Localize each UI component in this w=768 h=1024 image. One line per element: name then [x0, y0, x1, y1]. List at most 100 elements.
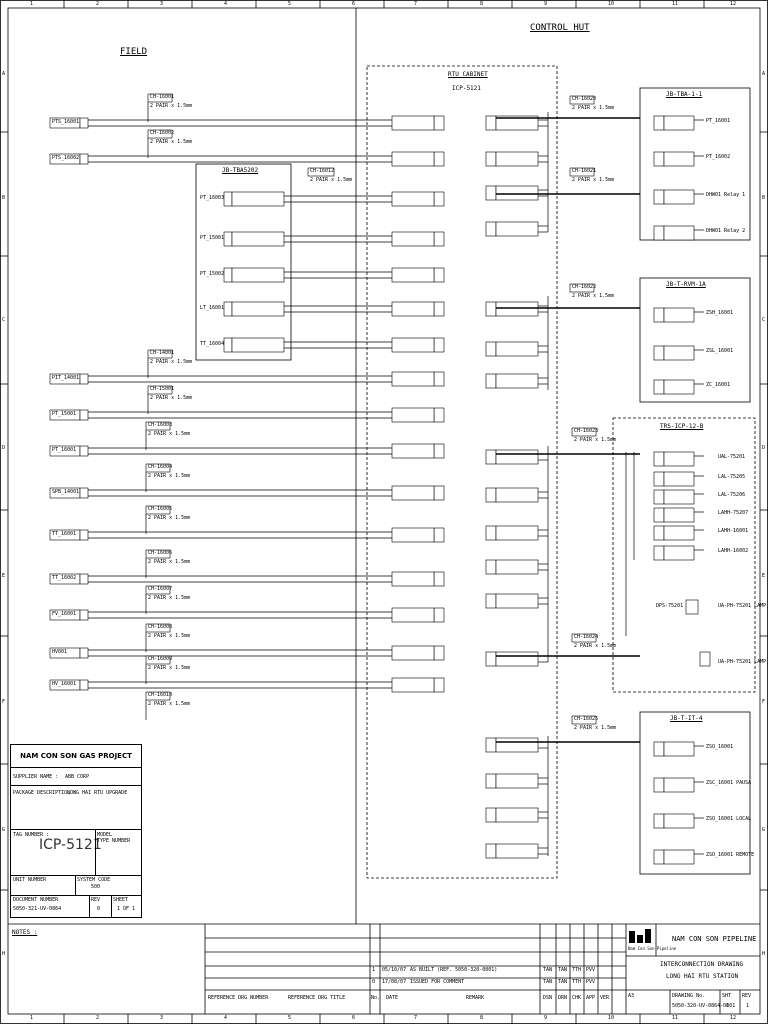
grid-col-top-10: 10	[608, 1, 615, 7]
rev-row-1-date: 17/08/07	[382, 979, 407, 985]
cable-jb: CH-16012	[310, 168, 335, 174]
grid-col-bottom-11: 11	[672, 1015, 679, 1021]
grid-row-left-G: G	[2, 827, 6, 833]
rev-row-1-app: PVV	[586, 979, 596, 985]
cable-9: CH-16008	[148, 624, 173, 630]
cable-7: CH-16006	[148, 550, 173, 556]
cable-spec-3: 2 PAIR x 1.5mm	[150, 395, 193, 401]
date-header: DATE	[386, 995, 399, 1001]
rev-row-1-drn: TAN	[558, 979, 568, 985]
notes-label: NOTES :	[12, 929, 38, 936]
no-header: No.	[371, 995, 381, 1001]
panel-p4-title: JB-T-IT-4	[670, 715, 703, 722]
field-device-5: SPB_14001	[52, 489, 80, 495]
p1-tag-1: PT_16002	[706, 154, 731, 160]
dsn-header: DSN	[543, 995, 553, 1001]
chk-header: CHK	[572, 995, 582, 1001]
grid-col-bottom-2: 2	[96, 1015, 100, 1021]
p3-tag-0: UAL-75201	[718, 454, 746, 460]
rev-row-0-dsn: TAN	[543, 967, 553, 973]
field-device-9: HV001	[52, 649, 68, 655]
rev-row-0-app: PVV	[586, 967, 596, 973]
grid-row-left-A: A	[2, 71, 6, 77]
cable-10: CH-16009	[148, 656, 173, 662]
grid-row-left-B: B	[2, 195, 6, 201]
cable-spec-6: 2 PAIR x 1.5mm	[148, 515, 191, 521]
unit-label: UNIT NUMBER	[13, 877, 47, 883]
cable-spec-9: 2 PAIR x 1.5mm	[148, 633, 191, 639]
rev-row-1-chk: TTH	[572, 979, 582, 985]
grid-col-top-5: 5	[288, 1, 292, 7]
package-value: LONG HAI RTU UPGRADE	[67, 790, 128, 796]
jb-tag-4: TT_16004	[200, 341, 225, 347]
drawing-title-2: LONG HAI RTU STATION	[666, 973, 739, 980]
model-label: MODEL	[97, 832, 113, 838]
grid-row-right-F: F	[762, 699, 766, 705]
cable-0: CH-16001	[150, 94, 175, 100]
trunk-cable-spec-3: 2 PAIR x 1.5mm	[574, 437, 617, 443]
drawing-number-label: DRAWING No.	[672, 993, 706, 999]
field-device-0: PTS_16001	[52, 119, 80, 125]
grid-col-bottom-4: 4	[224, 1015, 228, 1021]
rev-row-1-no: 0	[372, 979, 376, 985]
cable-spec-1: 2 PAIR x 1.5mm	[150, 139, 193, 145]
field-device-7: TT_16002	[52, 575, 77, 581]
grid-row-right-C: C	[762, 317, 766, 323]
field-heading: FIELD	[120, 47, 148, 57]
rev-footer: 1	[746, 1003, 750, 1009]
cable-2: CH-14001	[150, 350, 175, 356]
type-label: TYPE NUMBER	[97, 838, 131, 844]
p2-tag-0: ZSH_16001	[706, 310, 734, 316]
grid-col-top-3: 3	[160, 1, 164, 7]
grid-row-right-H: H	[762, 951, 766, 957]
sheet-footer: 1	[726, 1003, 730, 1009]
p3-tag-3: LAHH-75207	[718, 510, 749, 516]
jb-tag-0: PT_16003	[200, 195, 225, 201]
ref-header: REFERENCE DRG NUMBER	[208, 995, 269, 1001]
package-label: PACKAGE DESCRIPTION :	[13, 790, 77, 796]
grid-col-bottom-3: 3	[160, 1015, 164, 1021]
drawing-title-1: INTERCONNECTION DRAWING	[660, 961, 744, 968]
grid-col-bottom-7: 7	[414, 1015, 418, 1021]
rev-row-0-no: 1	[372, 967, 376, 973]
rtu-cabinet-subtitle: ICP-5121	[452, 85, 481, 92]
rev-label: REV	[91, 897, 101, 903]
grid-col-top-7: 7	[414, 1, 418, 7]
p3-extra-0: DPS-75201	[656, 603, 684, 609]
p3-tag-2: LAL-75206	[718, 492, 746, 498]
p4-tag-1: ZSC_16001 PAUSA	[706, 780, 752, 786]
cable-spec-0: 2 PAIR x 1.5mm	[150, 103, 193, 109]
grid-col-top-11: 11	[672, 1, 679, 7]
rev-row-0-drn: TAN	[558, 967, 568, 973]
ref-title-header: REFERENCE DRG TITLE	[288, 995, 346, 1001]
pipeline-logo-icon	[629, 929, 651, 943]
p1-tag-2: DHW01 Relay 1	[706, 192, 746, 198]
p4-tag-2: ZSO_16001 LOCAL	[706, 816, 752, 822]
grid-row-right-B: B	[762, 195, 766, 201]
panel-p3-title: TRS-ICP-12-B	[660, 423, 704, 430]
drawing-number: 5050-320-UV-0864-0001	[672, 1003, 736, 1009]
trunk-cable-2: CH-16022	[572, 284, 597, 290]
cable-4: CH-16003	[148, 422, 173, 428]
grid-col-bottom-9: 9	[544, 1015, 548, 1021]
cable-1: CH-16002	[150, 130, 175, 136]
grid-col-bottom-6: 6	[352, 1015, 356, 1021]
p4-tag-3: ZSO_16001 REMOTE	[706, 852, 755, 858]
system-label: SYSTEM CODE	[77, 877, 111, 883]
company-logo: Nam Con Son Pipeline	[628, 927, 676, 953]
p3-tag-4: LAHH-16001	[718, 528, 749, 534]
grid-row-left-F: F	[2, 699, 6, 705]
grid-col-bottom-5: 5	[288, 1015, 292, 1021]
grid-row-right-A: A	[762, 71, 766, 77]
grid-row-right-E: E	[762, 573, 766, 579]
trunk-cable-spec-4: 2 PAIR x 1.5mm	[574, 643, 617, 649]
panel-p2-title: JB-T-RVM-1A	[666, 281, 706, 288]
jb-tag-2: PT_15002	[200, 271, 225, 277]
p1-tag-3: DHW01 Relay 2	[706, 228, 746, 234]
jb-tag-1: PT_15001	[200, 235, 225, 241]
grid-col-bottom-8: 8	[480, 1015, 484, 1021]
grid-row-left-H: H	[2, 951, 6, 957]
p2-tag-1: ZSL_16001	[706, 348, 734, 354]
tag-value: ICP-5121	[39, 837, 102, 853]
grid-col-top-4: 4	[224, 1, 228, 7]
